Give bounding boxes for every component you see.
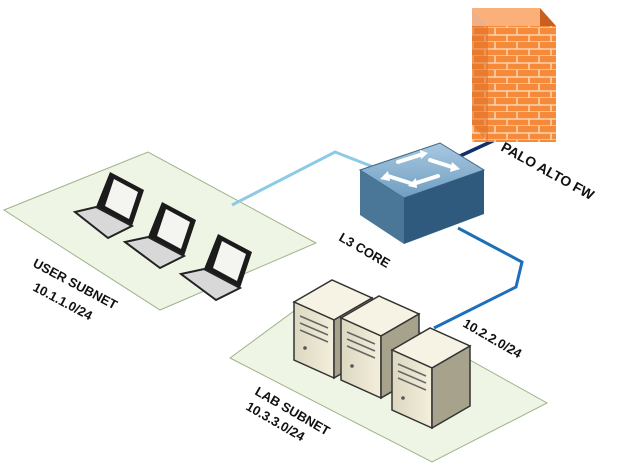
server-icon [390,327,472,430]
switch-icon [358,142,486,244]
link-core-to-lab [433,226,524,330]
link-user-to-core [231,150,377,207]
laptop-icon [178,234,252,302]
core-switch-label: L3 CORE [337,230,394,271]
firewall-icon [472,8,556,142]
firewall-label: PALO ALTO FW [499,139,598,204]
laptop-icon [72,172,144,240]
laptop-icon [122,202,196,270]
